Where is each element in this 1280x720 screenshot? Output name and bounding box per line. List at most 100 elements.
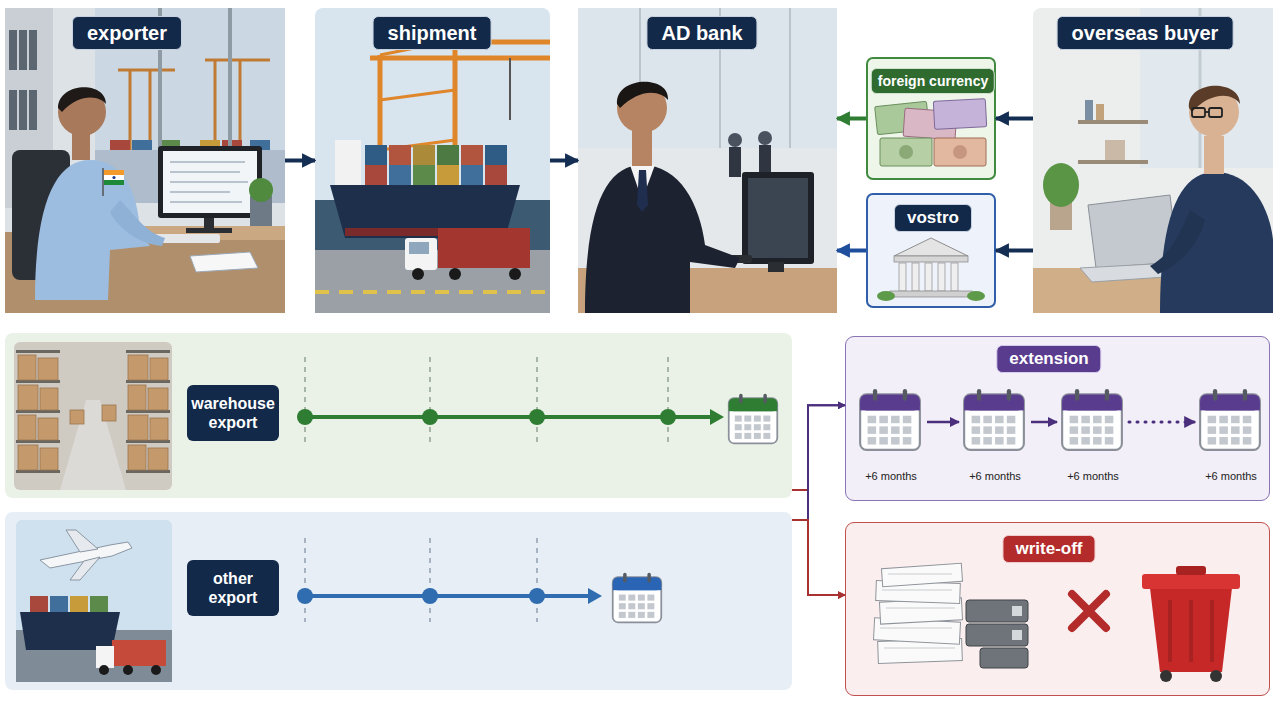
flow-arrow xyxy=(837,117,866,121)
exporter-illustration-part xyxy=(104,175,124,180)
bank-office-illustration-part xyxy=(729,147,741,177)
warehouse-band-illustration-part xyxy=(16,350,170,473)
warehouse-band-illustration-part-part xyxy=(128,415,148,440)
warehouse-band-illustration-part-part xyxy=(128,445,146,470)
shipment-illustration-part-part xyxy=(413,165,435,185)
warehouse-band-illustration-part-part xyxy=(297,409,313,425)
warehouse-band-illustration-part-part xyxy=(102,405,116,421)
exporter-illustration-part xyxy=(249,178,273,202)
write-off-illustration-part xyxy=(1012,606,1022,640)
exporter-illustration-part xyxy=(58,87,106,112)
warehouse-band-illustration-part-part xyxy=(128,355,148,380)
calendar-step: +6 months xyxy=(1061,389,1125,483)
warehouse-band-illustration-part-part xyxy=(16,440,60,443)
flow-arrow xyxy=(996,249,1033,253)
shipment-illustration-part-part xyxy=(437,145,459,165)
warehouse-band-illustration-part-part xyxy=(40,388,58,410)
period-label: +6 months xyxy=(849,469,933,483)
bank-office-illustration-part xyxy=(578,8,837,148)
vostro-illustration-part-part xyxy=(912,263,919,291)
extension-illustration-part xyxy=(1200,389,1260,450)
buyer-illustration-part xyxy=(1085,100,1093,120)
other-band-illustration-part xyxy=(5,512,792,690)
other-band-illustration-part xyxy=(20,612,120,650)
channel-box: vostro xyxy=(866,193,996,308)
other-band-illustration-part xyxy=(70,557,100,580)
currency-illustration-part xyxy=(880,138,932,166)
bank-office-illustration-part xyxy=(728,133,742,147)
warehouse-band-illustration-part-part xyxy=(305,357,668,442)
exporter-illustration-part-part xyxy=(19,90,27,130)
buyer-illustration-part xyxy=(1105,140,1125,160)
shipment-illustration-part-part xyxy=(389,165,411,185)
exporter-illustration-part xyxy=(118,60,270,150)
shipment-illustration-part xyxy=(449,268,461,280)
buyer-illustration-part xyxy=(1192,108,1222,117)
bank-office-illustration-part xyxy=(632,128,652,166)
write-off-illustration-part xyxy=(880,574,955,648)
warehouse-band-illustration-part xyxy=(18,355,168,470)
exporter-illustration-part xyxy=(104,180,124,185)
timeline-band: warehouse export xyxy=(5,333,792,498)
other-band-illustration-part xyxy=(70,596,88,612)
extension-illustration-part xyxy=(860,389,920,450)
warehouse-band-illustration-part xyxy=(14,342,172,490)
currency-illustration-part xyxy=(953,145,967,159)
other-band-illustration-part xyxy=(16,520,172,682)
flow-arrow xyxy=(792,520,845,595)
write-off-illustration-part-part xyxy=(880,574,955,648)
shipment-illustration-part-part xyxy=(485,145,507,165)
flow-arrow xyxy=(550,159,578,163)
buyer-illustration-part xyxy=(1078,120,1148,124)
warehouse-band-illustration-part xyxy=(60,400,126,490)
bank-office-illustration-part xyxy=(758,131,772,145)
other-band-illustration-part-part xyxy=(305,538,537,622)
shipment-illustration-part xyxy=(412,268,424,280)
vostro-illustration-part xyxy=(866,193,996,308)
write-off-illustration xyxy=(845,522,1270,696)
warehouse-band-illustration-part xyxy=(297,409,676,425)
write-off-illustration-part xyxy=(1142,574,1240,589)
flow-arrow xyxy=(792,490,845,595)
exporter-illustration-part-part xyxy=(132,140,152,150)
vostro-illustration-part xyxy=(899,263,958,291)
other-band-illustration-part xyxy=(613,573,662,622)
warehouse-band-illustration-part-part xyxy=(18,445,38,470)
node-label: vostro xyxy=(894,204,972,232)
write-off-illustration-part xyxy=(873,563,962,663)
write-off-illustration-part xyxy=(1210,670,1222,682)
shipment-illustration-part-part xyxy=(461,165,483,185)
flow-arrow xyxy=(792,405,845,520)
write-off-illustration-part-part xyxy=(980,648,1028,668)
warehouse-band-illustration-part xyxy=(305,415,712,419)
shipment-illustration-part-part xyxy=(485,165,507,185)
exporter-illustration-part xyxy=(186,228,232,233)
extension-illustration-part xyxy=(1062,389,1122,450)
warehouse-band-illustration-part xyxy=(729,394,778,443)
shipment-illustration-part-part xyxy=(389,145,411,165)
write-off-illustration-part-part xyxy=(1012,630,1022,640)
other-band-illustration-part xyxy=(298,594,590,598)
warehouse-band-illustration-part-part xyxy=(16,350,60,353)
other-band-illustration-part xyxy=(30,596,48,612)
shipment-illustration-part-part xyxy=(413,145,435,165)
node-label: exporter xyxy=(72,16,182,50)
shipment-illustration-part-part xyxy=(509,58,511,120)
warehouse-band-illustration-part-part xyxy=(148,448,168,470)
exporter-illustration-part xyxy=(190,252,258,272)
exporter-illustration-part xyxy=(163,151,257,213)
flow-arrow xyxy=(1129,421,1195,424)
currency-illustration xyxy=(866,57,996,180)
buyer-illustration-part xyxy=(1096,104,1104,120)
shipment-illustration-part xyxy=(409,242,429,254)
photo-panel: exporter xyxy=(5,8,285,313)
vostro-illustration-part-part xyxy=(925,263,932,291)
shipment-illustration-part xyxy=(315,290,550,294)
write-off-illustration-part xyxy=(845,522,1270,696)
shipment-illustration-part xyxy=(438,228,530,268)
exporter-illustration-part-part xyxy=(9,30,17,70)
other-band-illustration-part xyxy=(297,588,545,604)
write-off-illustration-part xyxy=(1176,566,1206,575)
bank-office-illustration-part xyxy=(585,165,740,313)
